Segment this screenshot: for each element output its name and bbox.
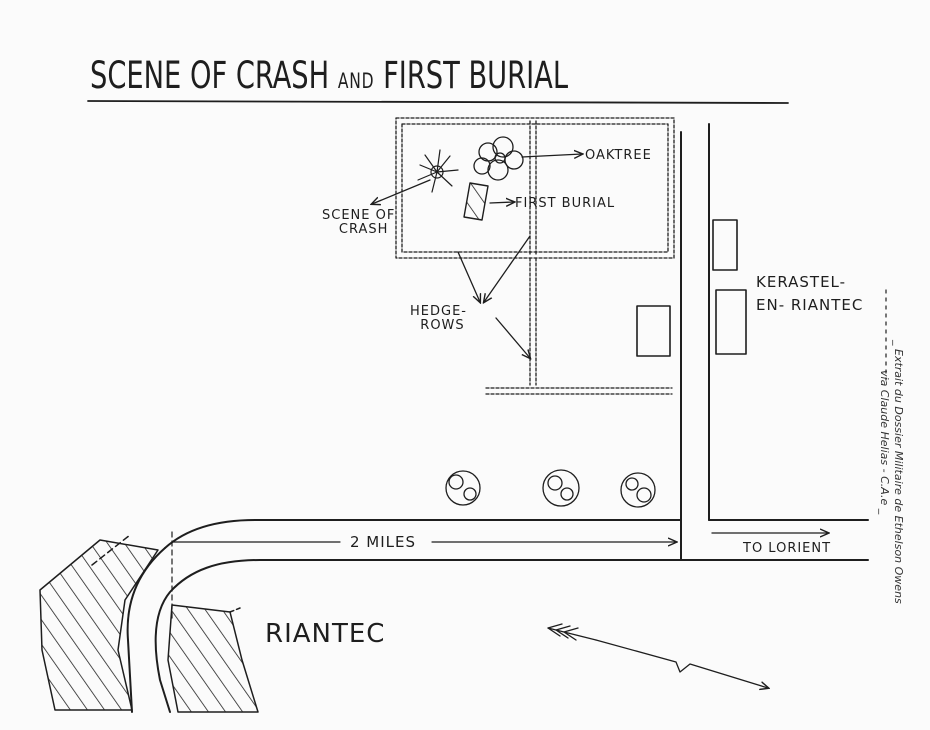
buildings bbox=[636, 219, 747, 357]
label-first-burial: FIRST BURIAL bbox=[515, 196, 616, 211]
oaktree-mark bbox=[473, 136, 524, 181]
map-title: SCENE OF CRASH AND FIRST BURIAL bbox=[90, 54, 569, 97]
riantec-town bbox=[39, 534, 259, 713]
label-scene-of-crash: SCENE OF CRASH bbox=[322, 208, 396, 238]
label-hedge-line1: HEDGE- bbox=[410, 304, 467, 319]
label-kerastel: KERASTEL- EN- RIANTEC bbox=[756, 274, 863, 313]
title-part2: FIRST BURIAL bbox=[383, 54, 569, 97]
label-kerastel-line2: EN- RIANTEC bbox=[756, 295, 864, 314]
title-part1: SCENE OF CRASH bbox=[90, 54, 330, 97]
label-scene-line2: CRASH bbox=[338, 222, 389, 238]
compass-arrow bbox=[547, 623, 768, 688]
label-kerastel-line1: KERASTEL- bbox=[756, 273, 847, 291]
hedgerows bbox=[395, 117, 675, 395]
title-underline bbox=[87, 100, 789, 104]
label-hedge-line2: ROWS bbox=[420, 318, 465, 334]
label-oaktree: OAKTREE bbox=[585, 148, 652, 163]
side-note-line1: _ Extrait du Dossier Militaire de Ethels… bbox=[892, 340, 905, 604]
side-note-line2: via Claude Helias - C.A.e _ bbox=[878, 370, 892, 515]
label-distance: 2 MILES bbox=[350, 533, 417, 551]
label-riantec: RIANTEC bbox=[265, 619, 386, 649]
crash-site-mark bbox=[417, 149, 459, 193]
distance-line bbox=[171, 531, 676, 621]
label-hedgerows: HEDGE- ROWS bbox=[410, 304, 467, 334]
roadside-trees bbox=[445, 469, 656, 508]
pointer-arrows bbox=[372, 154, 828, 533]
label-scene-line1: SCENE OF bbox=[322, 208, 396, 223]
side-note: _ Extrait du Dossier Militaire de Ethels… bbox=[878, 340, 905, 604]
label-to-lorient: TO LORIENT bbox=[743, 541, 832, 556]
title-and: AND bbox=[337, 69, 375, 93]
roads bbox=[126, 123, 869, 713]
first-burial-mark bbox=[463, 182, 489, 221]
